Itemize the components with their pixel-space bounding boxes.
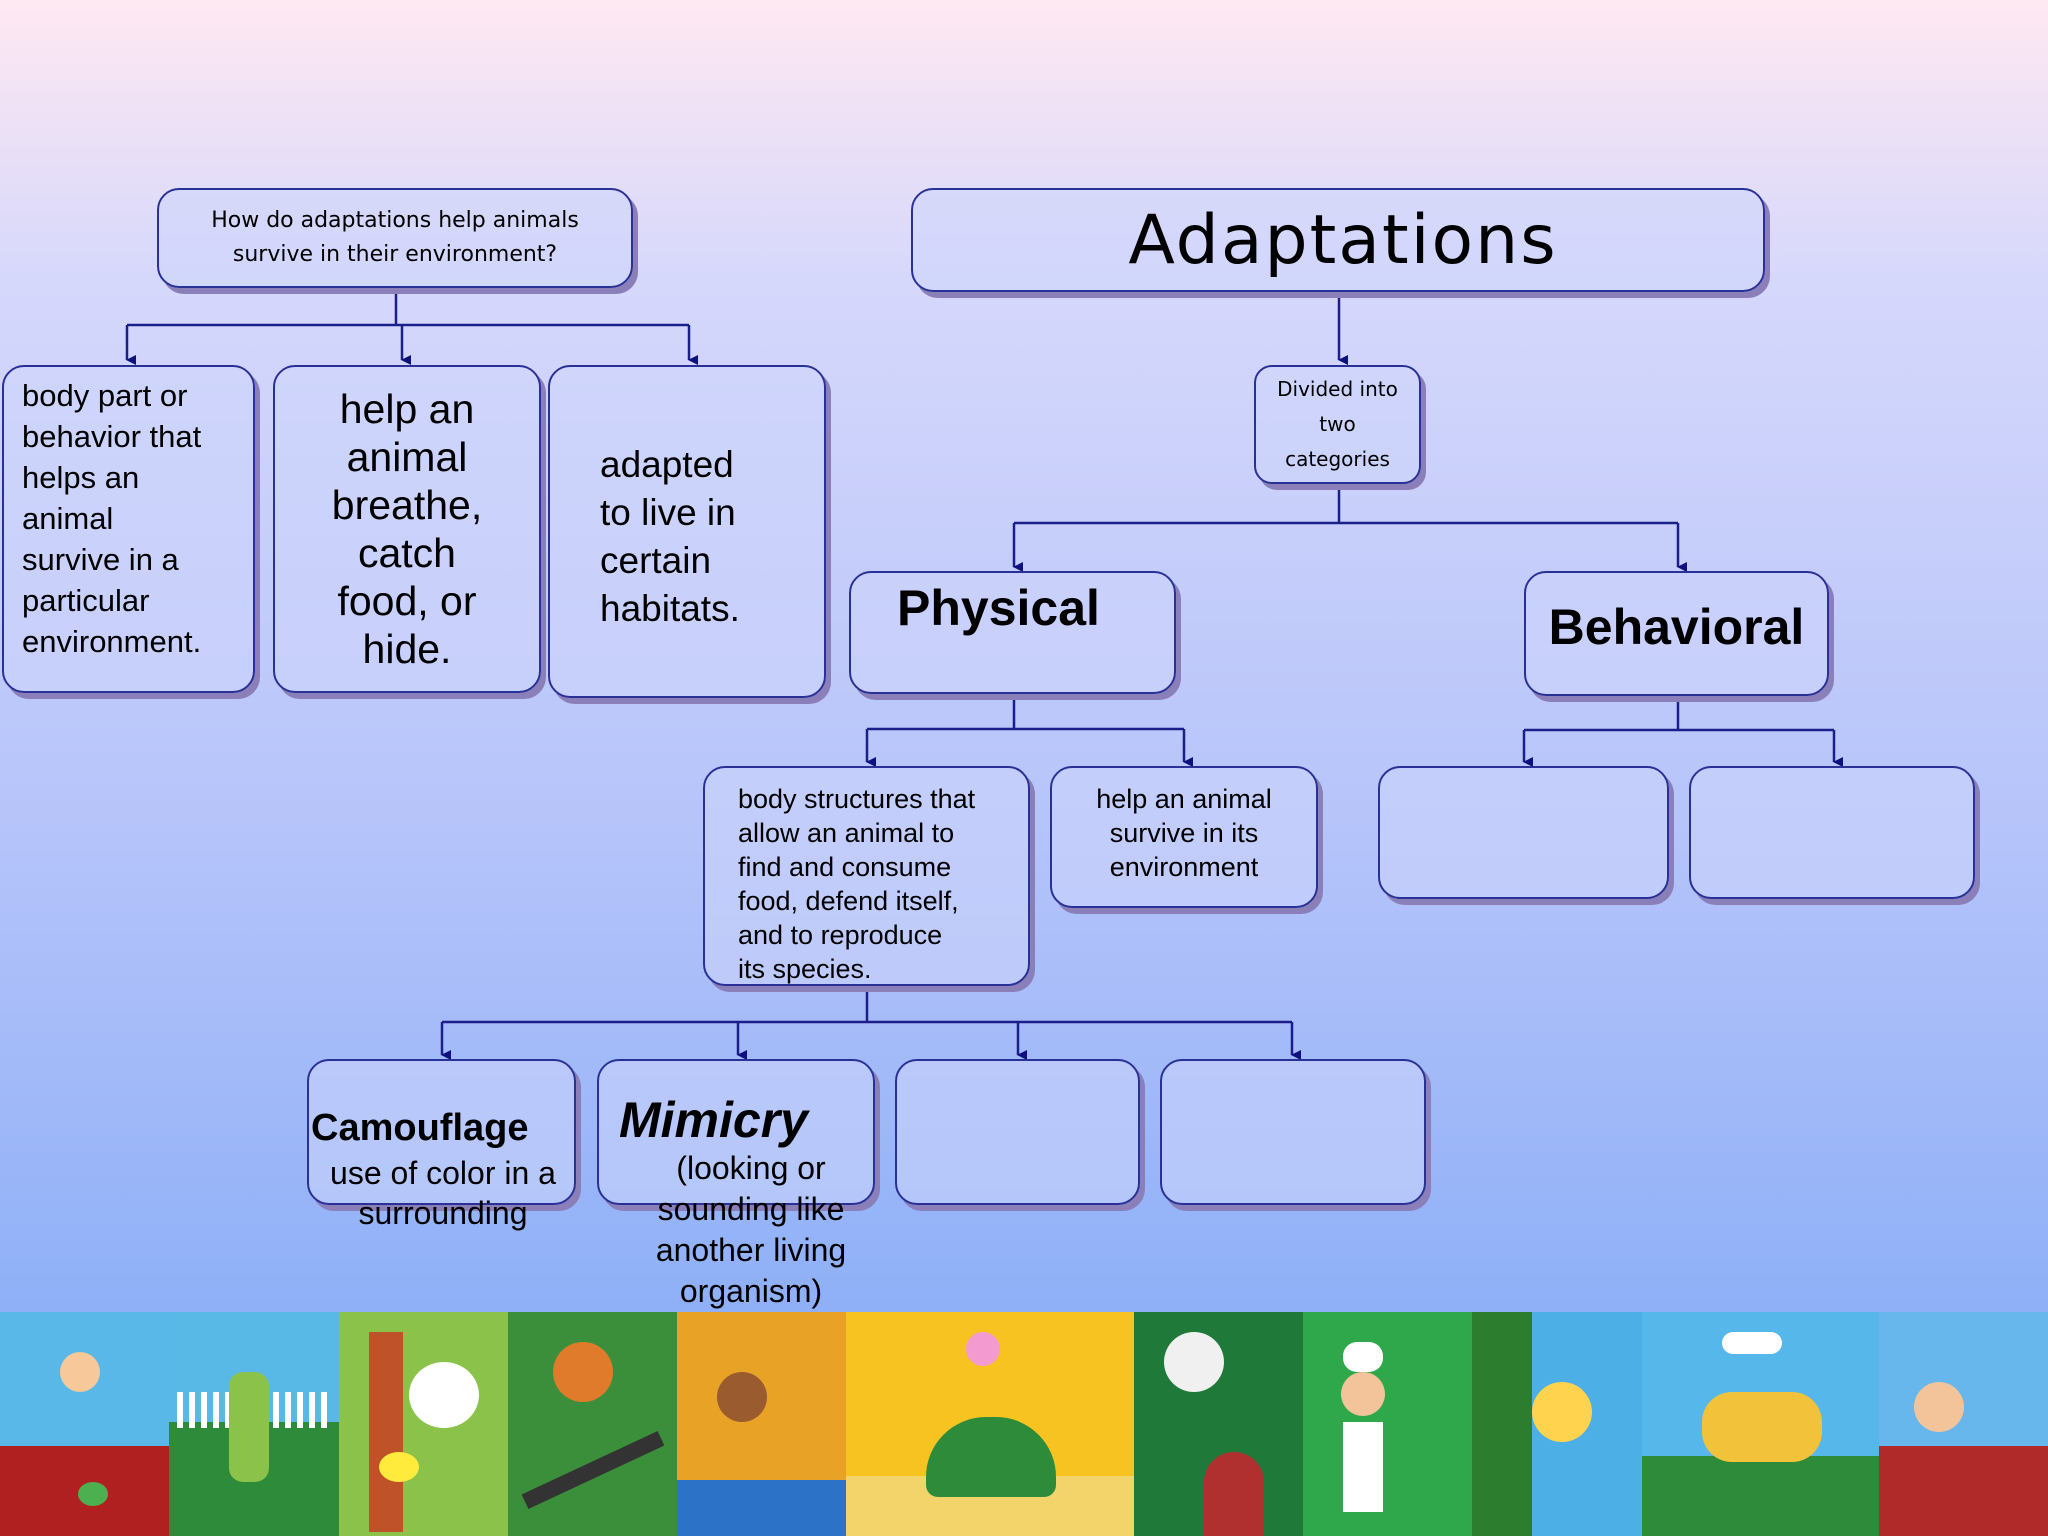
divided-text: Divided into two categories — [1277, 377, 1398, 471]
answer-text-definition: body part or behavior that helps an anim… — [22, 378, 202, 659]
answer-box-functions: help an animal breathe, catch food, or h… — [273, 365, 541, 693]
answer-box-definition: body part or behavior that helps an anim… — [2, 365, 255, 693]
title-text: Adaptations — [1128, 200, 1558, 280]
question-box: How do adaptations help animals survive … — [157, 188, 633, 288]
mimicry-box: Mimicry — [597, 1059, 875, 1205]
panel-cow — [1641, 1312, 1879, 1536]
panel-jungle-monkey — [1133, 1312, 1304, 1536]
empty-box-3 — [895, 1059, 1140, 1205]
camouflage-title: Camouflage — [311, 1107, 529, 1149]
answer-text-habitats: adapted to live in certain habitats. — [600, 444, 740, 629]
survive-text: help an animal survive in its environmen… — [1096, 784, 1272, 882]
camouflage-text: use of color in a surrounding — [330, 1155, 556, 1231]
behavioral-label: Behavioral — [1548, 598, 1805, 655]
question-text: How do adaptations help animals survive … — [211, 208, 579, 267]
behavioral-empty-box-2 — [1689, 766, 1975, 899]
survive-box: help an animal survive in its environmen… — [1050, 766, 1318, 908]
panel-chef — [1303, 1312, 1473, 1536]
behavioral-box: Behavioral — [1524, 571, 1829, 696]
behavioral-empty-box-1 — [1378, 766, 1669, 899]
panel-cat-and-duck — [338, 1312, 508, 1536]
panel-monkey-vine — [677, 1312, 847, 1536]
panel-girl-reading — [1878, 1312, 2048, 1536]
physical-label: Physical — [897, 580, 1100, 636]
panel-kid-and-frog — [0, 1312, 170, 1536]
title-box: Adaptations — [911, 188, 1765, 292]
panel-lion-tree — [1472, 1312, 1642, 1536]
answer-text-functions: help an animal breathe, catch food, or h… — [331, 386, 483, 672]
panel-turtle — [846, 1312, 1134, 1536]
mimicry-title: Mimicry — [619, 1092, 808, 1148]
empty-box-4 — [1160, 1059, 1426, 1205]
camouflage-box: Camouflage — [307, 1059, 576, 1205]
mimicry-text: (looking or sounding like another living… — [655, 1150, 847, 1309]
panel-giraffe — [169, 1312, 339, 1536]
illustration-strip — [0, 1312, 2048, 1536]
physical-box: Physical — [849, 571, 1176, 694]
body-structures-box: body structures that allow an animal to … — [703, 766, 1030, 986]
body-structures-text: body structures that allow an animal to … — [738, 784, 976, 984]
answer-box-habitats: adapted to live in certain habitats. — [548, 365, 826, 698]
panel-monkey-branch — [507, 1312, 677, 1536]
divided-box: Divided into two categories — [1254, 365, 1421, 484]
